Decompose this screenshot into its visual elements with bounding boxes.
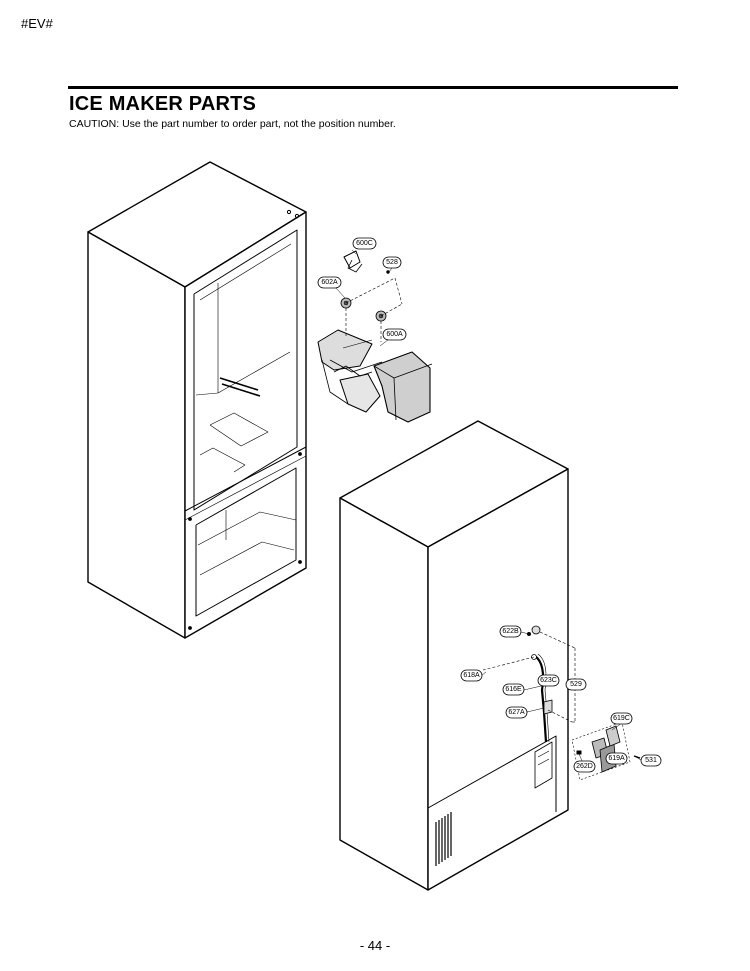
callout-528: 528	[382, 256, 402, 269]
refrigerator-cabinet-rear	[339, 420, 569, 891]
callout-622B: 622B	[499, 625, 522, 638]
page-number: - 44 -	[359, 938, 391, 953]
callout-619C: 619C	[610, 712, 633, 725]
svg-text:600A: 600A	[386, 331, 403, 338]
callout-627A: 627A	[505, 706, 528, 719]
svg-text:622B: 622B	[502, 628, 519, 635]
ice-maker-leader-lines	[345, 277, 403, 342]
svg-text:600C: 600C	[356, 240, 373, 247]
svg-text:528: 528	[386, 259, 398, 266]
svg-text:623C: 623C	[540, 677, 557, 684]
callout-618A: 618A	[460, 669, 483, 682]
svg-text:619A: 619A	[608, 755, 625, 762]
callout-529: 529	[565, 678, 587, 691]
callout-262D: 262D	[573, 760, 596, 773]
callout-531: 531	[640, 754, 662, 767]
caution-note: CAUTION: Use the part number to order pa…	[69, 118, 396, 130]
callout-600A: 600A	[382, 328, 407, 341]
svg-text:619C: 619C	[613, 715, 630, 722]
callout-623C: 623C	[537, 674, 560, 687]
refrigerator-cabinet-front	[87, 161, 307, 639]
svg-text:616E: 616E	[505, 686, 522, 693]
callout-619A: 619A	[605, 752, 628, 765]
callout-616E: 616E	[502, 683, 525, 696]
svg-text:627A: 627A	[508, 709, 525, 716]
svg-text:531: 531	[645, 757, 657, 764]
callout-600C: 600C	[352, 237, 377, 250]
svg-text:529: 529	[570, 681, 582, 688]
page-title: ICE MAKER PARTS	[69, 93, 257, 115]
document-code: #EV#	[21, 16, 53, 31]
svg-text:602A: 602A	[321, 279, 338, 286]
svg-text:618A: 618A	[463, 672, 480, 679]
title-rule	[68, 86, 678, 89]
water-valve-assembly	[571, 721, 641, 781]
rear-vent-grille	[435, 812, 452, 866]
ice-maker-assembly	[317, 250, 433, 423]
callout-602A: 602A	[317, 276, 342, 289]
svg-text:262D: 262D	[576, 763, 593, 770]
